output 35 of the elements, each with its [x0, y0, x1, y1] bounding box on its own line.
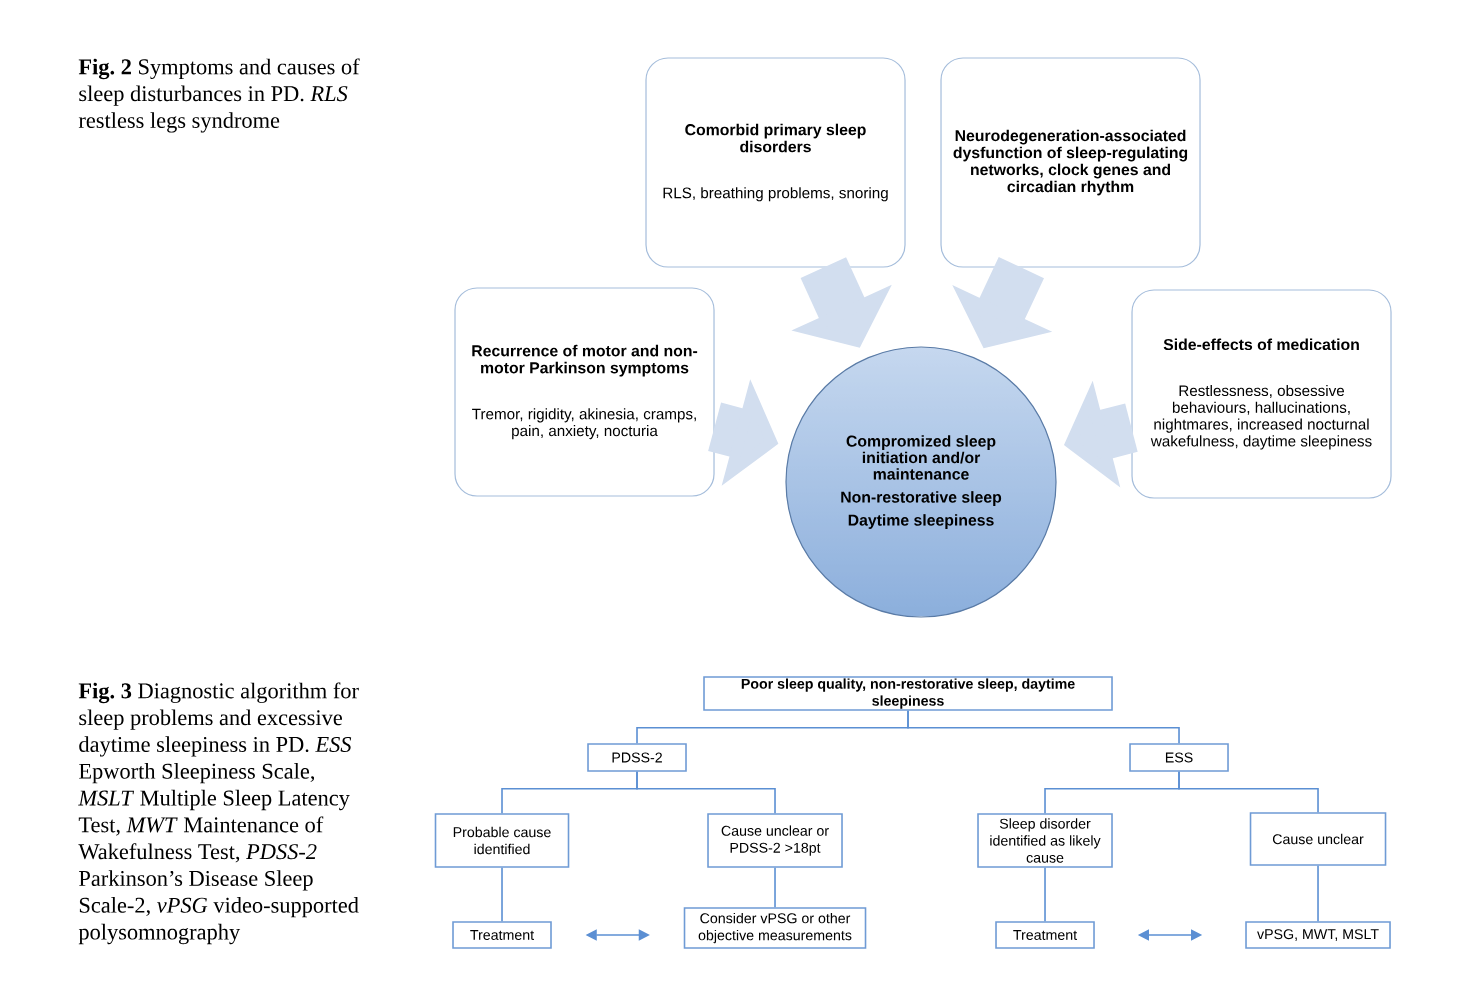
flowchart-box: Probable cause identified	[434, 813, 570, 868]
outcome-text: Compromized sleep initiation and/or maintenance	[846, 435, 996, 480]
connector-line	[501, 867, 503, 922]
flowchart-box: Treatment	[995, 921, 1095, 949]
flowchart-box: PDSS-2	[587, 743, 687, 772]
flowchart-box: Cause unclear	[1249, 812, 1387, 866]
connector-line	[636, 771, 776, 814]
flowchart-box: Treatment	[452, 921, 552, 949]
connector-line	[774, 867, 776, 908]
flowchart-box: Consider vPSG or other objective measurements	[683, 907, 867, 949]
rounded-box	[645, 57, 906, 268]
rounded-box	[940, 57, 1201, 268]
outcome-text: Non-restorative sleep	[841, 491, 1002, 506]
flowchart-box: ESS	[1129, 743, 1229, 772]
rounded-box	[1131, 289, 1392, 499]
flowchart-box: vPSG, MWT, MSLT	[1245, 921, 1391, 949]
flowchart-box: Poor sleep quality, non-restorative sleep, daytime sleepiness	[703, 676, 1113, 711]
connector-line	[907, 710, 1180, 744]
figure-caption: Fig. 3 Diagnostic algorithm for sleep problems and excessive daytime sleepiness in PD. ESS Epworth Sleepiness Scale, MSLT Multiple Sleep Latency Test, MWT Maintenance of Wakefulness Test, PDSS-2 Parkinson’s Disease Sleep Scale-2, vPSG video-supported polysomnography	[78, 682, 359, 945]
figure-caption: Fig. 2 Symptoms and causes of sleep disturbances in PD. RLS restless legs syndrome	[78, 58, 360, 133]
flowchart-box: Cause unclear or PDSS-2 >18pt	[707, 813, 843, 868]
outcome-text: Daytime sleepiness	[848, 514, 994, 529]
connector-line	[1044, 867, 1046, 922]
heading: Side-effects of medication	[1163, 338, 1359, 351]
central-circle	[785, 346, 1057, 618]
heading: Comorbid primary sleep disorders	[685, 123, 866, 153]
description: Restlessness, obsessive behaviours, hallucinations, nightmares, increased nocturnal wakefulness, daytime sleepiness	[1150, 384, 1372, 450]
description: Tremor, rigidity, akinesia, cramps, pain, anxiety, nocturia	[472, 408, 696, 440]
connector-line	[1317, 865, 1319, 922]
connector-line	[1178, 771, 1319, 813]
rounded-box	[454, 287, 715, 497]
description: RLS, breathing problems, snoring	[663, 187, 888, 202]
flowchart-box: Sleep disorder identified as likely cause	[977, 813, 1113, 868]
heading: Recurrence of motor and non-motor Parkinson symptoms	[472, 344, 698, 377]
heading: Neurodegeneration-associated dysfunction of sleep-regulating networks, clock genes and circadian rhythm	[953, 129, 1188, 196]
